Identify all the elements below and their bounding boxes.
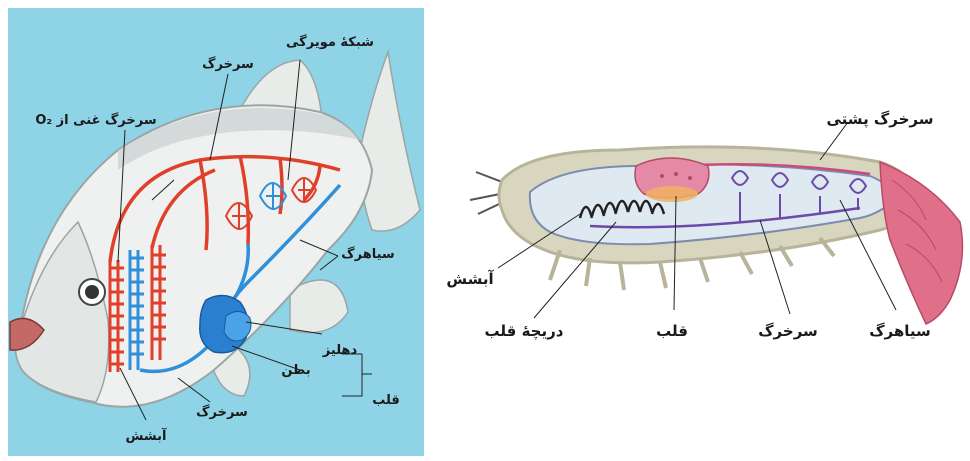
shrimp-diagram-panel: سرخرگ پشتی آبشش دریچهٔ قلب قلب سرخرگ سیا…	[440, 0, 970, 461]
label-fish-atrium: دهلیز	[322, 343, 358, 358]
label-fish-artery-top: سرخرگ	[202, 55, 254, 72]
label-shrimp-heart-valve: دریچهٔ قلب	[485, 322, 564, 341]
label-shrimp-vein: سیاهرگ	[869, 322, 931, 340]
label-capillary-network: شبکهٔ مویرگی	[286, 34, 374, 50]
label-fish-gill: آبشش	[126, 427, 167, 444]
shrimp-illustration: سرخرگ پشتی آبشش دریچهٔ قلب قلب سرخرگ سیا…	[440, 0, 970, 461]
label-fish-vein: سیاهرگ	[341, 245, 394, 262]
fish-eye-pupil	[85, 285, 99, 299]
label-shrimp-gill: آبشش	[446, 270, 494, 288]
label-shrimp-dorsal-artery: سرخرگ پشتی	[827, 110, 934, 129]
shrimp-heart-base	[646, 186, 698, 202]
label-fish-artery-bottom: سرخرگ	[196, 403, 248, 420]
fish-diagram-panel: شبکهٔ مویرگی سرخرگ سرخرگ غنی از O₂ سیاهر…	[0, 0, 440, 461]
label-fish-ventricle: بطن	[281, 363, 310, 378]
fish-illustration: شبکهٔ مویرگی سرخرگ سرخرگ غنی از O₂ سیاهر…	[0, 0, 440, 461]
label-shrimp-heart: قلب	[656, 322, 688, 340]
shrimp-tail	[880, 162, 962, 324]
label-fish-heart: قلب	[372, 393, 400, 408]
label-shrimp-artery: سرخرگ	[758, 322, 818, 340]
label-oxygen-rich-artery: سرخرگ غنی از O₂	[35, 111, 156, 128]
